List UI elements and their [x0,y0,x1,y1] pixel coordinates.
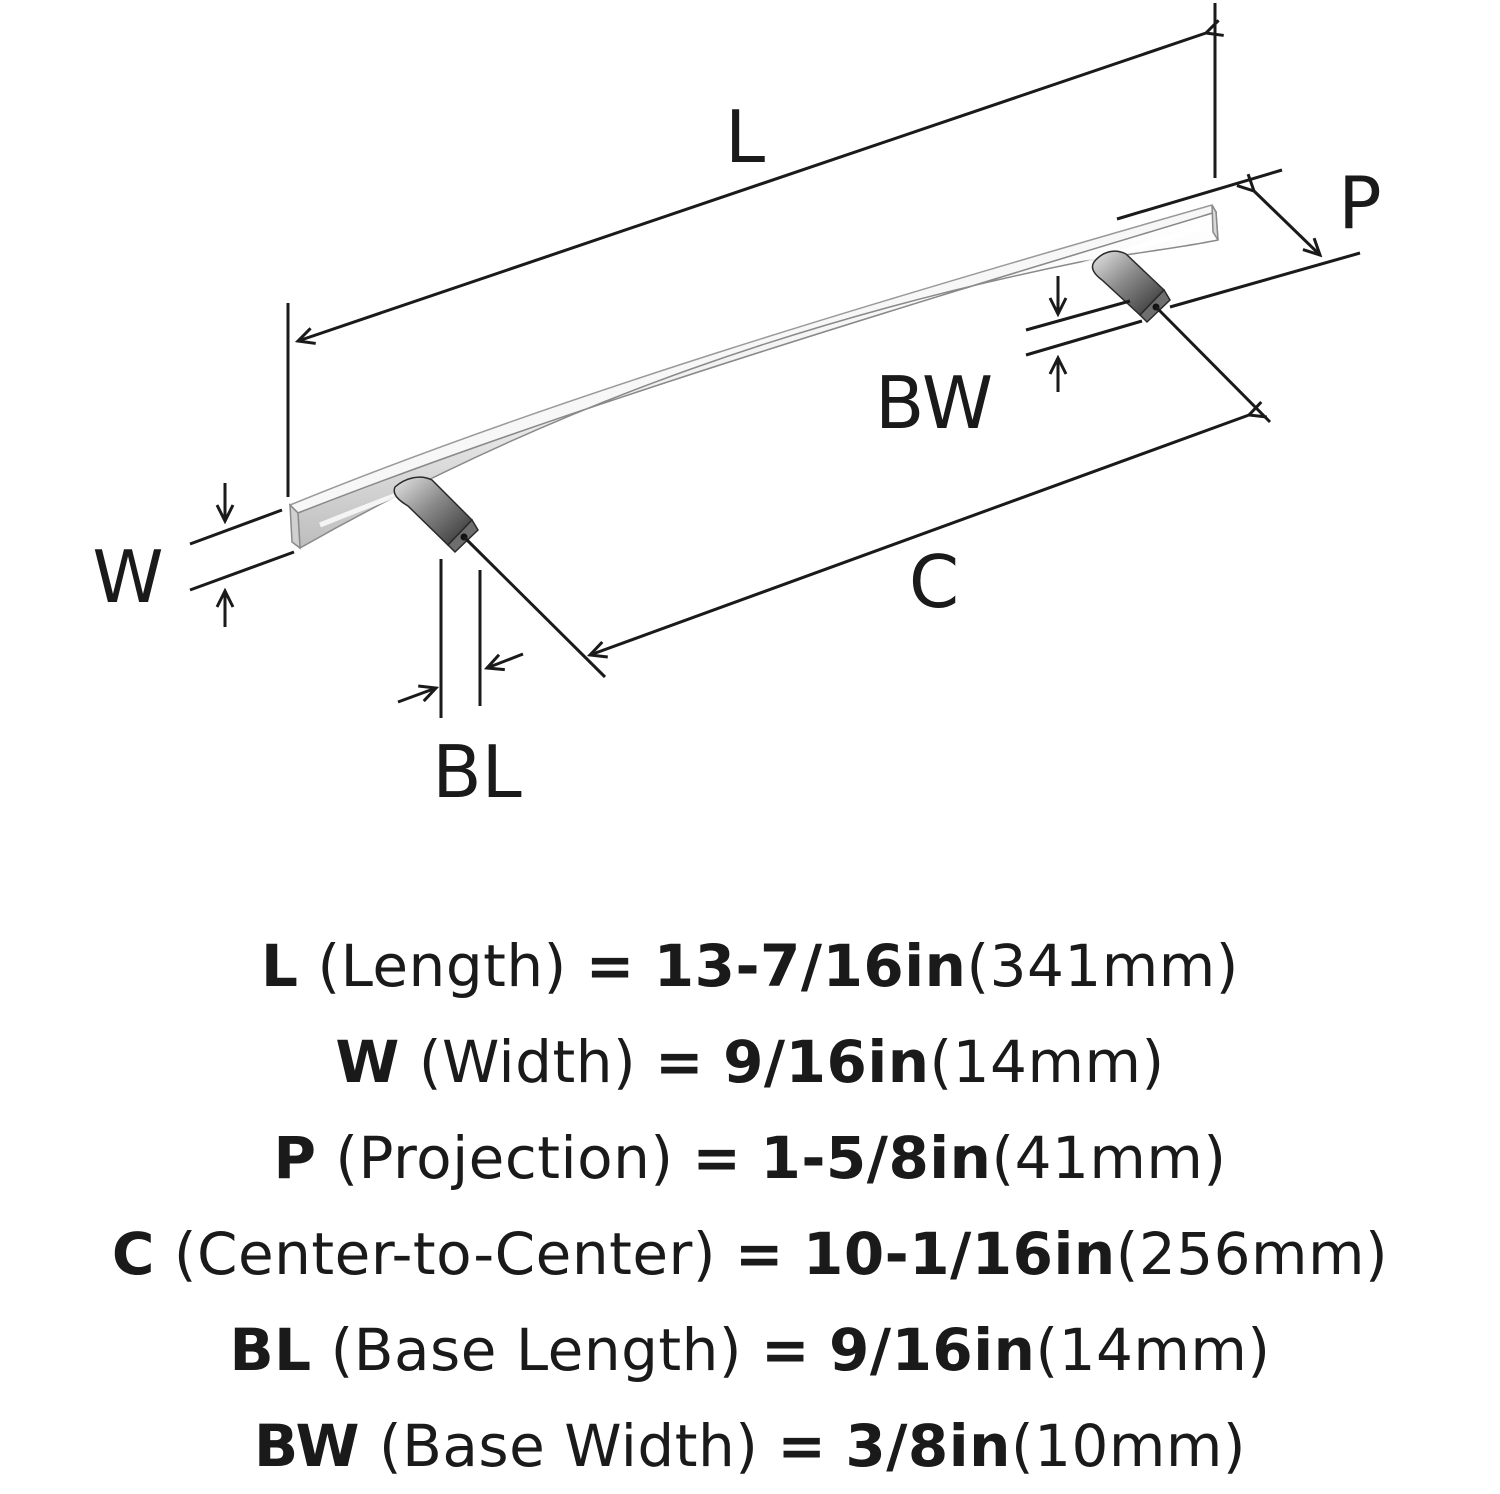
spec-equals: = [655,1028,705,1096]
spec-imperial-value: 9/16in [829,1316,1036,1384]
spec-description: (Base Length) [330,1316,743,1384]
projection-dimension-line [1254,191,1320,255]
spec-imperial-value: 3/8in [845,1412,1011,1480]
spec-row-projection: P (Projection) = 1-5/8in(41mm) [0,1110,1500,1206]
base-width-extension-top [1025,299,1131,332]
spec-code: BL [229,1316,312,1384]
length-dimension-line [298,33,1206,341]
center-to-center-dimension: C [462,305,1272,679]
spec-row-width: W (Width) = 9/16in(14mm) [0,1014,1500,1110]
spec-metric-value: (256mm) [1115,1220,1389,1288]
spec-equals: = [734,1220,785,1288]
spec-row-base-length: BL (Base Length) = 9/16in(14mm) [0,1302,1500,1398]
width-extension-top [189,508,283,546]
spec-imperial-value: 13-7/16in [653,932,967,1000]
length-dimension: L [286,3,1215,497]
spec-code: L [261,932,299,1000]
base-width-extension-bottom [1025,319,1143,357]
width-label: W [92,535,163,619]
projection-label: P [1338,161,1381,245]
spec-metric-value: (341mm) [966,932,1239,1000]
spec-list: L (Length) = 13-7/16in(341mm) W (Width) … [0,918,1500,1494]
center-dimension-line [590,415,1249,655]
base-length-dimension: BL [397,559,524,814]
spec-imperial-value: 1-5/8in [760,1124,992,1192]
spec-description: (Center-to-Center) [173,1220,716,1288]
spec-description: (Length) [317,932,567,1000]
spec-row-length: L (Length) = 13-7/16in(341mm) [0,918,1500,1014]
spec-imperial-value: 9/16in [723,1028,930,1096]
spec-code: BW [253,1412,360,1480]
spec-equals: = [777,1412,827,1480]
spec-metric-value: (14mm) [929,1028,1165,1096]
spec-code: P [273,1124,317,1192]
spec-metric-value: (41mm) [991,1124,1227,1192]
spec-metric-value: (14mm) [1035,1316,1271,1384]
spec-imperial-value: 10-1/16in [802,1220,1116,1288]
left-post [393,476,479,554]
base-length-label: BL [432,730,522,814]
base-length-arrow-left [397,688,436,704]
projection-extension-bottom [1169,251,1361,309]
center-extension-right [1154,305,1272,424]
base-length-arrow-right [487,652,524,668]
handle-bar-left-end [289,503,301,550]
length-label: L [725,95,765,179]
spec-row-center-to-center: C (Center-to-Center) = 10-1/16in(256mm) [0,1206,1500,1302]
spec-code: C [111,1220,155,1288]
base-width-label: BW [875,361,993,445]
spec-description: (Projection) [335,1124,674,1192]
spec-metric-value: (10mm) [1010,1412,1246,1480]
projection-dimension: P [1116,161,1382,309]
handle-dimension-diagram: L P BW C W BL [92,3,1382,814]
spec-equals: = [760,1316,811,1384]
center-to-center-label: C [909,540,959,624]
width-dimension: W [92,483,295,627]
spec-description: (Width) [418,1028,637,1096]
spec-equals: = [585,932,635,1000]
spec-equals: = [692,1124,742,1192]
spec-row-base-width: BW (Base Width) = 3/8in(10mm) [0,1398,1500,1494]
center-extension-left [462,535,607,679]
spec-code: W [335,1028,400,1096]
spec-description: (Base Width) [378,1412,759,1480]
width-extension-bottom [189,550,295,592]
